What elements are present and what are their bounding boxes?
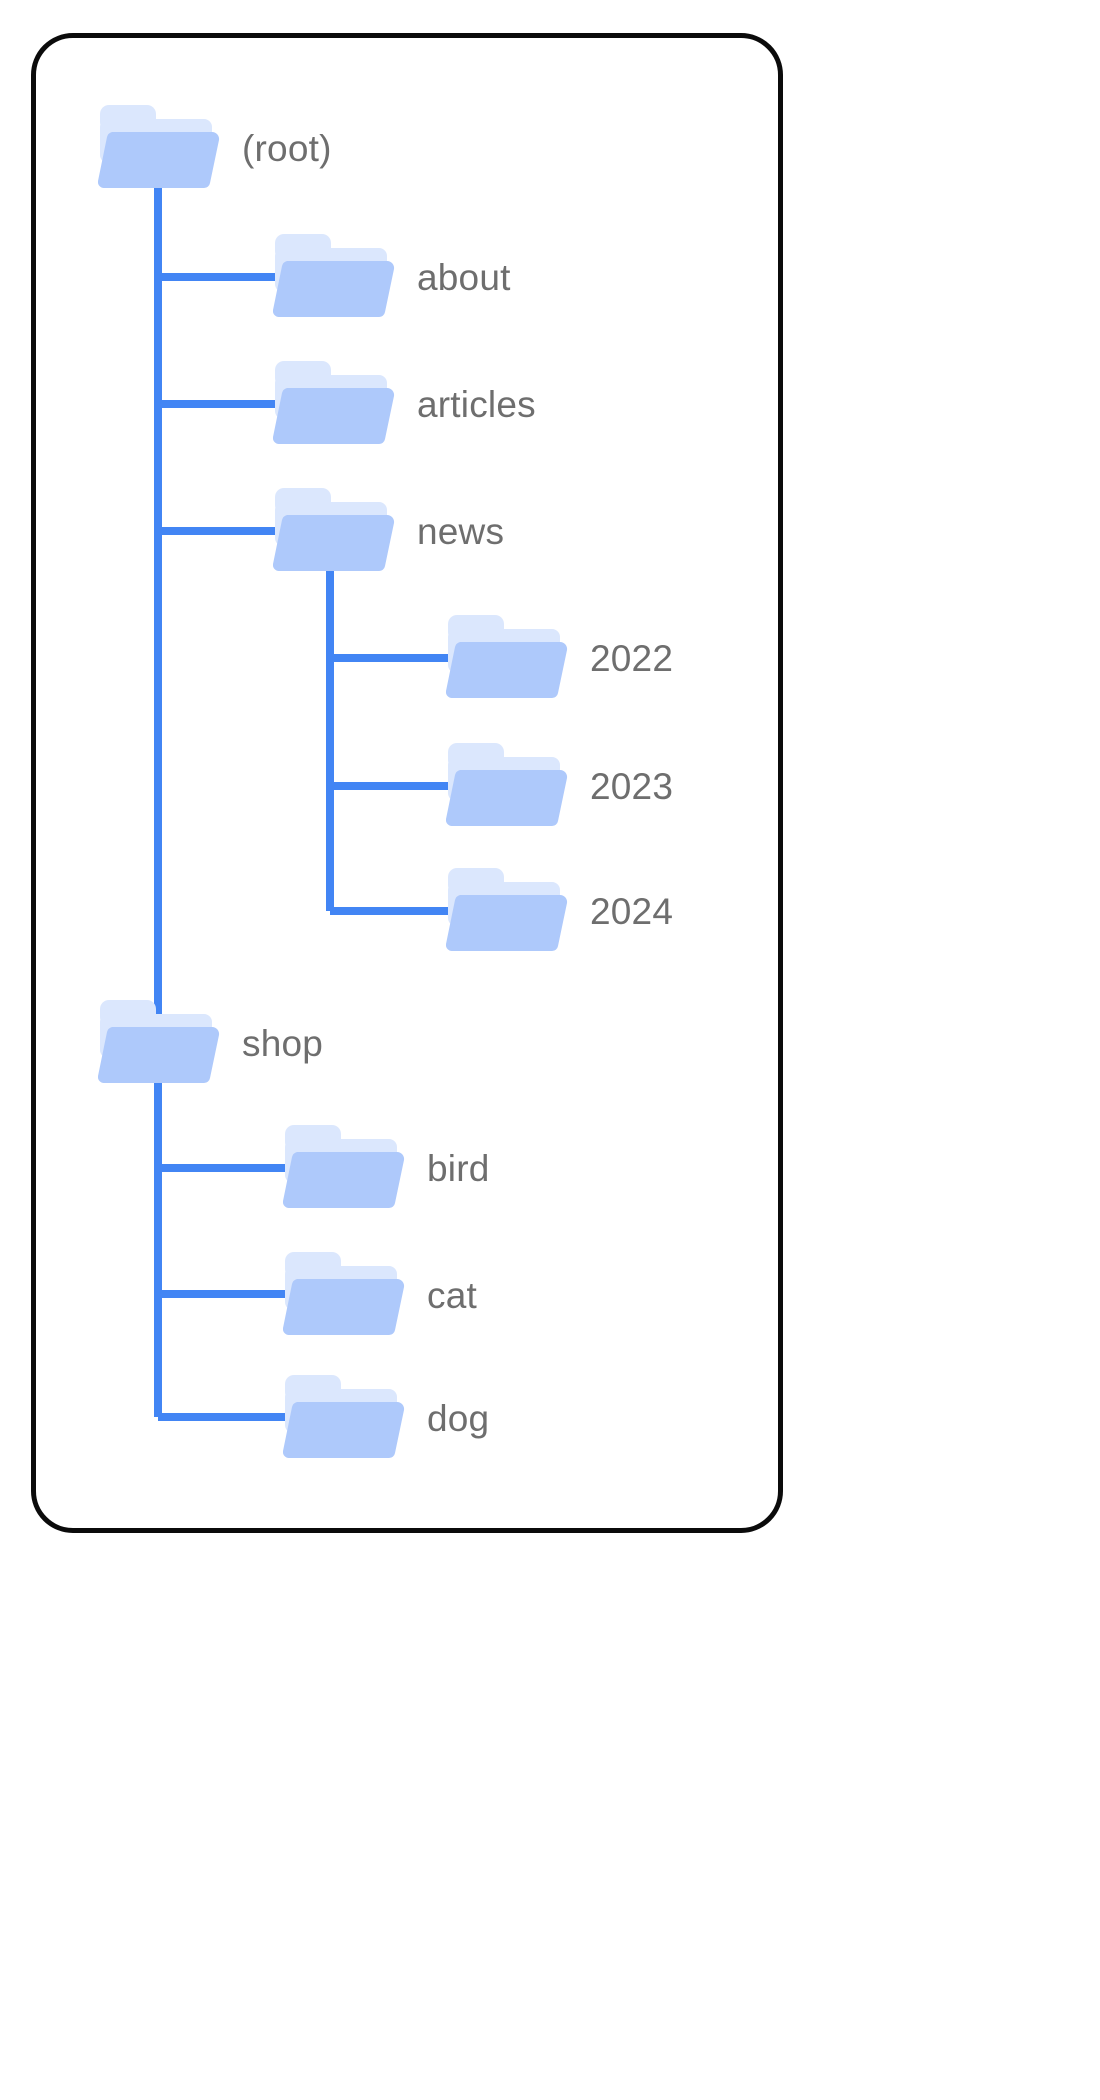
- tree-node-2024[interactable]: 2024: [446, 866, 673, 956]
- folder-icon: [283, 1373, 405, 1463]
- tree-node-cat[interactable]: cat: [283, 1250, 477, 1340]
- tree-node-root[interactable]: (root): [98, 103, 332, 193]
- folder-icon: [273, 232, 395, 322]
- tree-node-2023[interactable]: 2023: [446, 741, 673, 831]
- tree-node-label: bird: [427, 1147, 490, 1189]
- tree-node-articles[interactable]: articles: [273, 359, 536, 449]
- tree-node-label: 2022: [590, 637, 674, 679]
- tree-node-2022[interactable]: 2022: [446, 613, 673, 703]
- tree-node-about[interactable]: about: [273, 232, 511, 322]
- folder-icon: [446, 741, 568, 831]
- tree-node-label: 2023: [590, 765, 674, 807]
- folder-icon: [283, 1250, 405, 1340]
- folder-icon: [283, 1123, 405, 1213]
- folder-icon: [273, 359, 395, 449]
- folder-icon: [446, 866, 568, 956]
- tree-node-label: shop: [242, 1022, 324, 1064]
- tree-node-label: 2024: [590, 890, 674, 932]
- tree-node-label: news: [417, 510, 505, 552]
- folder-icon: [446, 613, 568, 703]
- tree-node-bird[interactable]: bird: [283, 1123, 490, 1213]
- folder-icon: [98, 998, 220, 1088]
- tree-node-shop[interactable]: shop: [98, 998, 323, 1088]
- tree-node-news[interactable]: news: [273, 486, 504, 576]
- folder-icon: [273, 486, 395, 576]
- tree-node-label: about: [417, 256, 511, 298]
- tree-node-label: cat: [427, 1274, 477, 1316]
- folder-icon: [98, 103, 220, 193]
- tree-node-dog[interactable]: dog: [283, 1373, 489, 1463]
- tree-node-label: (root): [242, 127, 332, 169]
- tree-node-label: dog: [427, 1397, 490, 1439]
- tree-node-label: articles: [417, 383, 536, 425]
